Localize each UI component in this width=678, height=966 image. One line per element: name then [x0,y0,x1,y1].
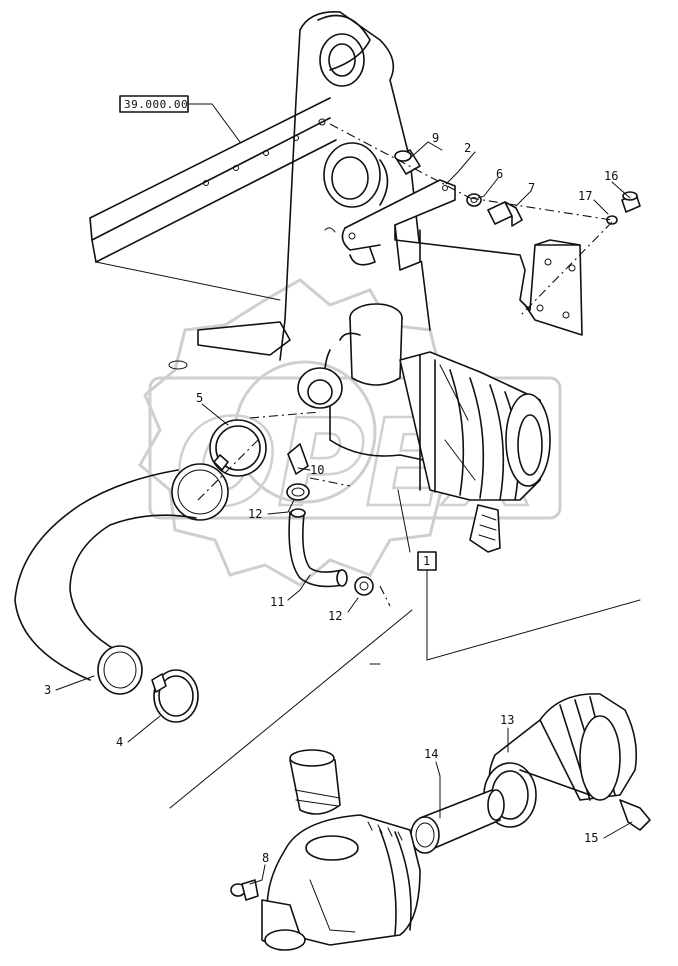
reference-tag: 39.000.00 [119,95,241,143]
callout-7: 7 [528,181,535,195]
inner-filter-element [410,789,505,854]
clamp-hose-joint [171,419,267,521]
frame-rail [89,97,337,301]
callout-16: 16 [604,169,618,183]
callout-5: 5 [196,391,203,405]
assembly-label: 1 [423,554,430,568]
callout-15: 15 [584,831,598,845]
callout-numbers: 2 3 4 5 6 7 8 9 10 11 12 12 13 14 15 16 … [44,131,618,865]
callout-8: 8 [262,851,269,865]
callout-11: 11 [270,595,284,609]
callout-13: 13 [500,713,514,727]
fasteners-top [394,149,641,227]
clamp-lower [151,669,199,723]
intake-hose [14,469,197,695]
reference-label: 39.000.00 [124,98,188,111]
filter-cover-exploded [483,693,651,831]
assembly-callout: 1 [169,489,641,809]
housing-lower [261,749,421,951]
callout-14: 14 [424,747,438,761]
construction-lines [197,123,613,607]
callout-12b: 12 [328,609,342,623]
callout-2: 2 [464,141,471,155]
callout-3: 3 [44,683,51,697]
valve [230,879,259,901]
leader-lines [55,141,633,885]
air-filter-upper [297,303,551,553]
callout-4: 4 [116,735,123,749]
frame-column [168,11,431,370]
callout-12a: 12 [248,507,262,521]
small-hose-assembly [286,443,374,596]
callout-17: 17 [578,189,592,203]
callout-9: 9 [432,131,439,145]
callout-10: 10 [310,463,324,477]
callout-6: 6 [496,167,503,181]
